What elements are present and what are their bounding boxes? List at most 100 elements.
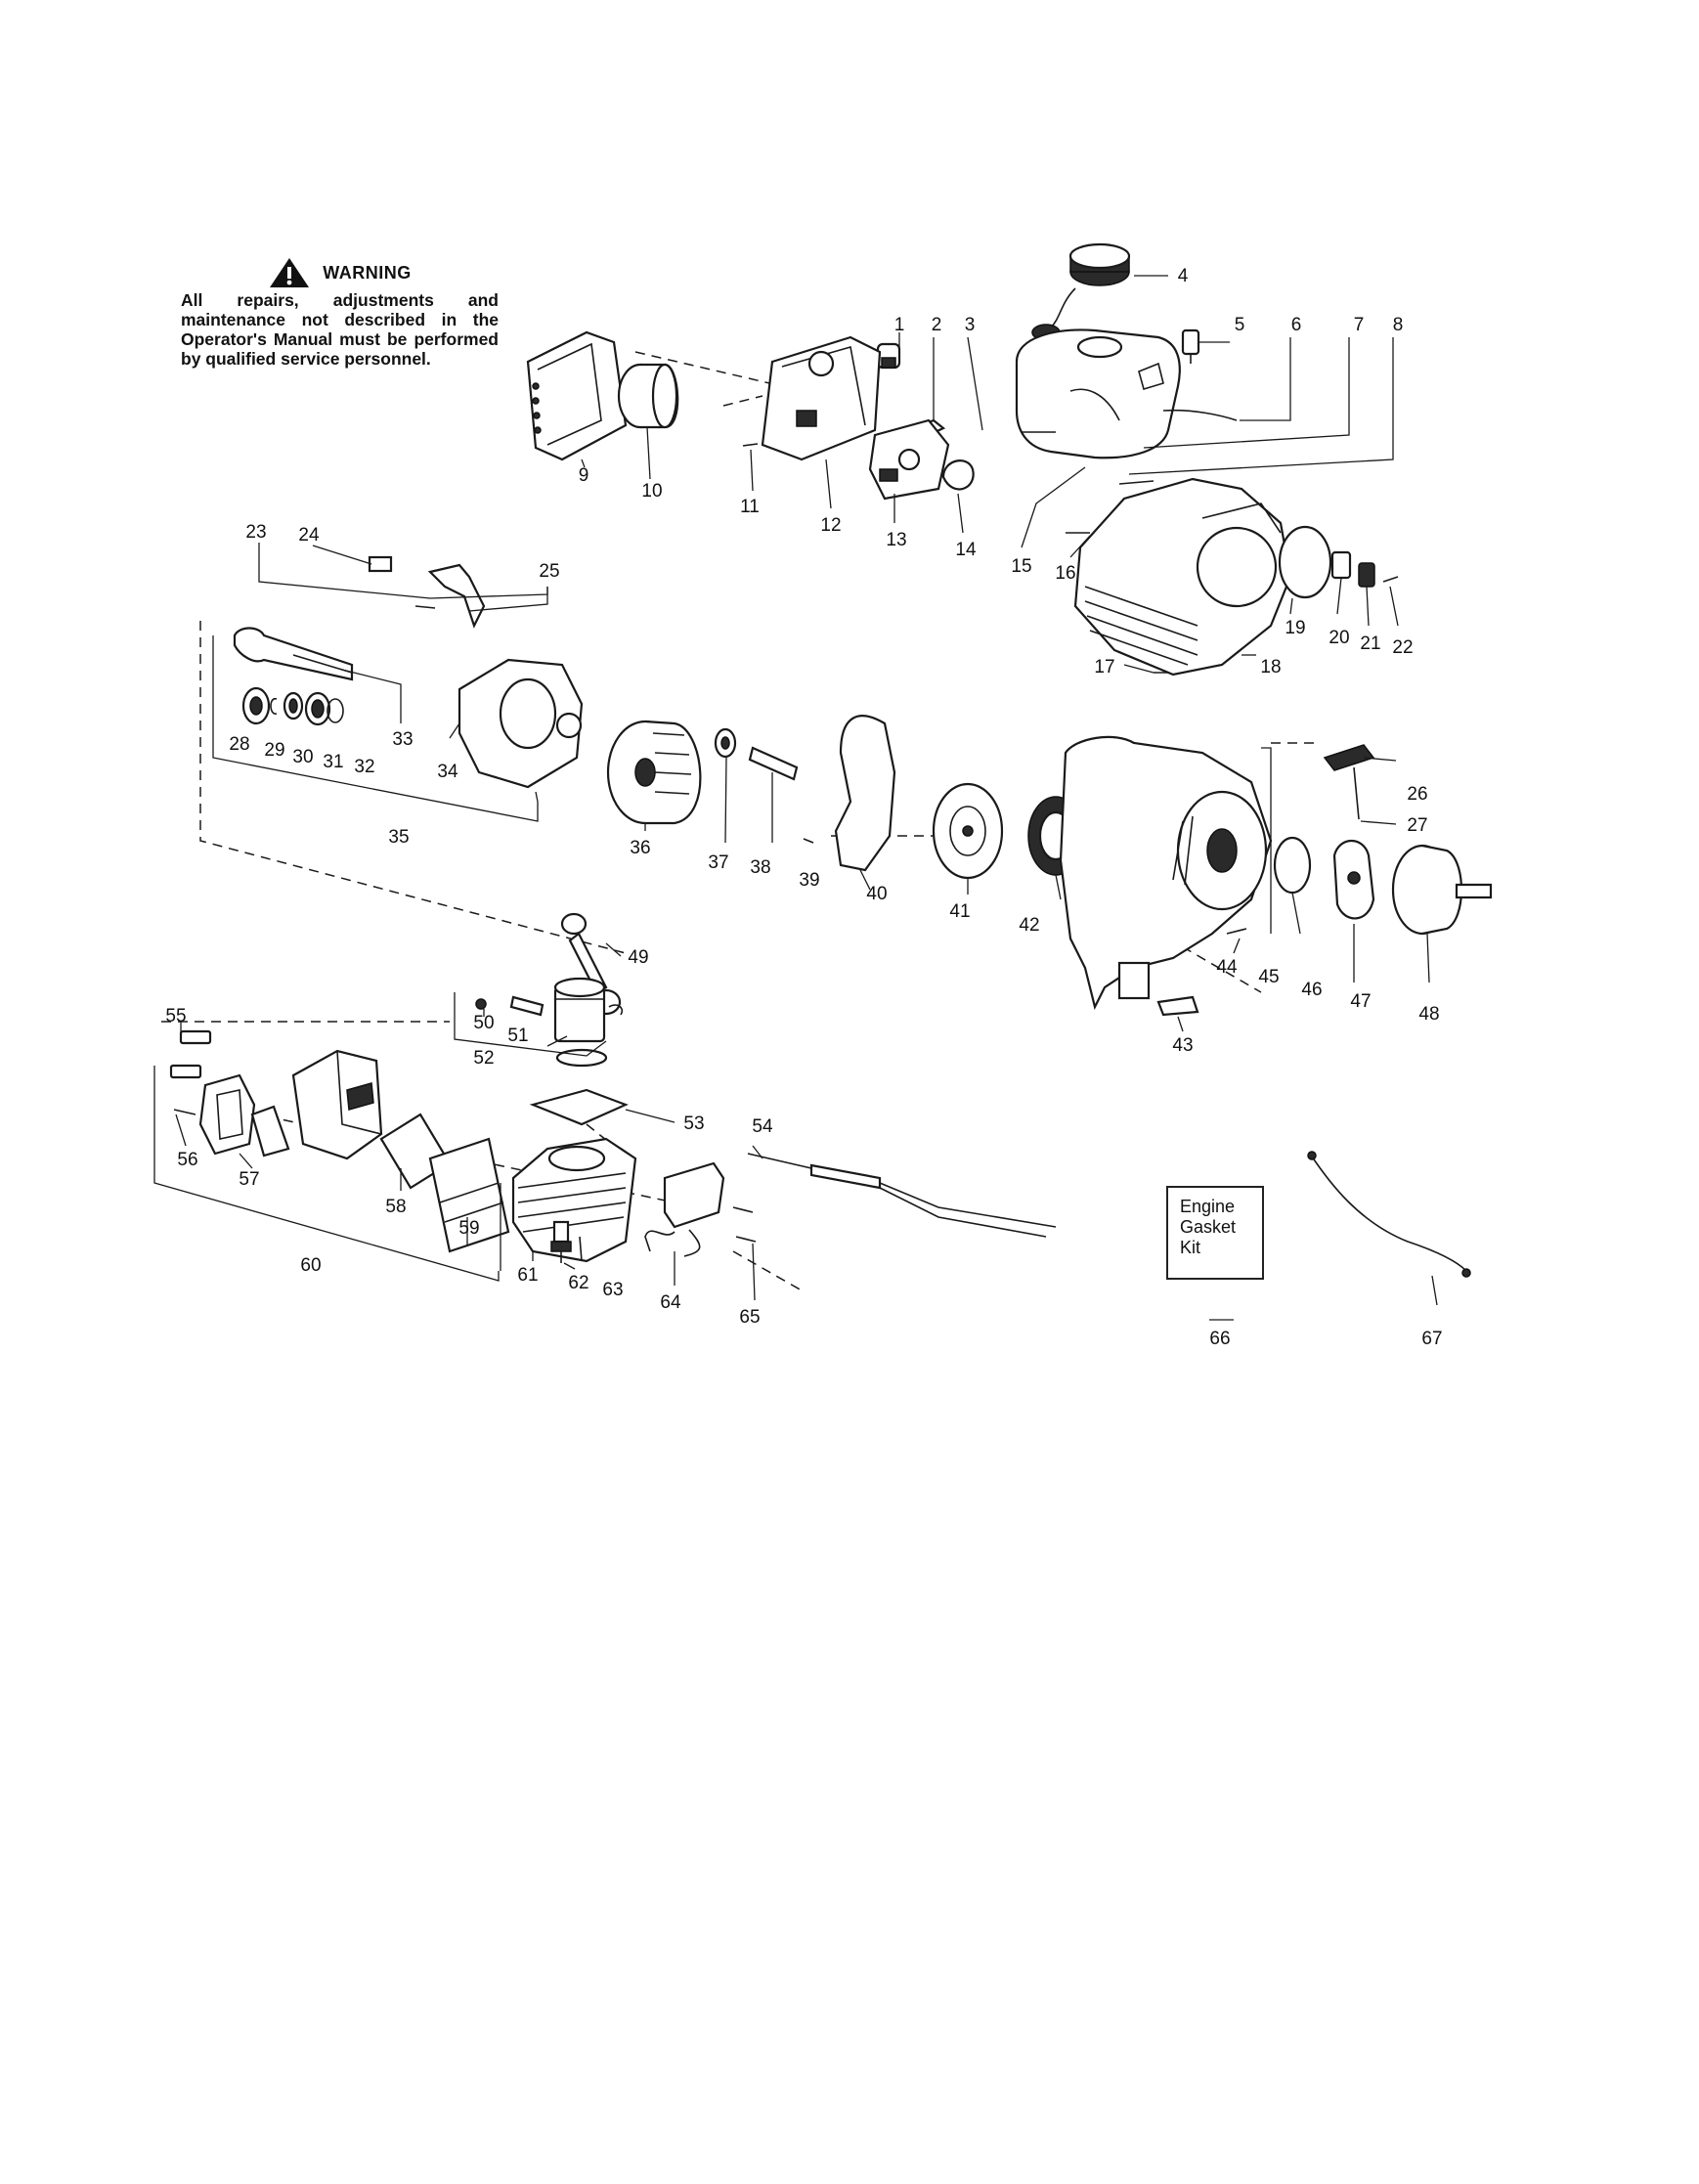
flywheel-nut-shaft-part [748,746,799,781]
callout-64: 64 [660,1292,681,1313]
callout-42: 42 [1019,915,1039,936]
callout-57: 57 [239,1169,259,1190]
callout-50: 50 [473,1013,494,1033]
callout-30: 30 [292,747,313,767]
piston-part [553,977,606,1043]
callout-66: 66 [1209,1329,1230,1349]
callout-14: 14 [955,540,977,560]
callout-6: 6 [1291,315,1302,335]
callout-59: 59 [458,1218,479,1239]
throttle-cable-part [1309,1153,1467,1272]
cylinder-gasket-part [529,1088,629,1126]
circlip-right-part [608,1004,624,1016]
callout-27: 27 [1407,815,1427,836]
callout-11: 11 [740,497,760,517]
callout-63: 63 [602,1280,623,1300]
callout-46: 46 [1301,980,1322,1000]
callout-67: 67 [1421,1329,1442,1349]
callout-9: 9 [579,465,589,486]
callout-26: 26 [1407,784,1427,805]
callout-51: 51 [507,1026,528,1046]
starter-housing-part [1059,735,1273,1017]
circlip-part [475,998,487,1010]
screw-44-part [1226,928,1247,935]
callout-31: 31 [323,752,343,772]
throttle-bracket-part [427,563,486,629]
muffler-gasket-57-part [198,1073,256,1156]
kit-box-line-3: Kit [1180,1238,1201,1257]
callout-4: 4 [1178,266,1189,286]
bearings-seals-part [241,686,344,726]
air-box-screw-part [742,443,759,447]
warning-heading: WARNING [323,263,412,283]
ignition-module-part [644,1161,725,1257]
callout-54: 54 [752,1116,773,1137]
clutch-drum-part [1391,844,1493,936]
screw-65b-part [735,1236,757,1243]
callout-numbers: 1 2 3 4 5 6 7 8 9 10 11 12 13 14 15 16 1… [165,266,1442,1349]
callout-41: 41 [949,901,970,922]
stop-switch-wire-part [747,1153,1057,1238]
callout-45: 45 [1258,967,1279,987]
engine-gasket-kit-box: Engine Gasket Kit [1166,1186,1264,1280]
crankcase-part [457,658,584,789]
cylinder-part [511,1137,637,1263]
callout-37: 37 [708,852,728,873]
carburetor-gasket-part [941,459,975,491]
air-filter-part [617,363,679,429]
callout-10: 10 [641,481,662,502]
screw-63-part [579,1236,583,1262]
callout-62: 62 [568,1273,588,1293]
muffler-bolts-part [169,1029,212,1115]
callout-18: 18 [1260,657,1281,677]
screw-22-part [1382,576,1399,583]
callout-38: 38 [750,857,770,878]
callout-20: 20 [1329,628,1349,648]
callout-13: 13 [886,530,906,550]
callout-52: 52 [473,1048,494,1069]
callout-23: 23 [245,522,266,543]
fuel-tank-part [1015,328,1238,459]
callout-47: 47 [1350,991,1371,1012]
callout-60: 60 [300,1255,321,1276]
callout-58: 58 [385,1197,406,1217]
part-20 [1330,550,1352,580]
crankshaft-part [233,627,354,681]
engine-housing-part [1073,477,1292,677]
air-box-part [761,335,882,461]
flywheel-cover-part [834,715,896,872]
callout-32: 32 [354,757,374,777]
callout-12: 12 [820,515,841,536]
washer-part [714,727,737,759]
callout-56: 56 [177,1150,197,1170]
fuel-filter-part [1181,328,1200,364]
warning-text: All repairs, adjustments and maintenance… [181,290,499,369]
piston-ring-part [555,1048,608,1068]
air-filter-cover-part [526,330,628,461]
screw-65a-part [732,1206,754,1213]
callout-2: 2 [932,315,942,335]
piston-pin-part [509,995,545,1017]
screw-8-part [1118,480,1154,485]
callout-65: 65 [739,1307,760,1328]
callout-61: 61 [517,1265,538,1286]
leader-lines [153,275,1438,1321]
disc-46-part [1273,836,1312,895]
callout-21: 21 [1360,633,1380,654]
callout-15: 15 [1011,556,1031,577]
callout-28: 28 [229,734,249,755]
warning-notice: WARNING All repairs, adjustments and mai… [181,256,499,369]
cable-end-top [1307,1151,1317,1160]
warning-triangle-icon [270,258,310,287]
callout-33: 33 [392,729,413,750]
spark-plug-part [550,1220,572,1263]
callout-24: 24 [298,525,320,546]
callout-3: 3 [965,315,976,335]
callout-25: 25 [539,561,559,582]
clutch-carrier-part [1332,840,1375,920]
callout-44: 44 [1216,957,1238,978]
warning-heading-row: WARNING [181,256,499,289]
callout-19: 19 [1285,618,1305,638]
callout-17: 17 [1094,657,1114,677]
